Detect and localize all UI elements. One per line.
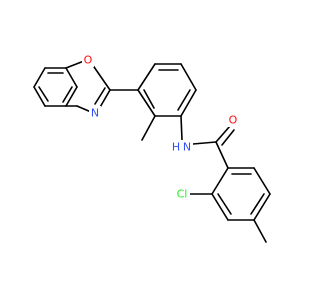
molecule-structure: O N N H O Cl xyxy=(33,53,271,243)
bond xyxy=(253,219,267,243)
bond xyxy=(215,125,231,143)
bond xyxy=(33,67,46,88)
atom-label-cl: Cl xyxy=(177,188,188,201)
bond xyxy=(38,86,49,102)
bond xyxy=(180,63,197,91)
oxazole-oxygen-atom: O xyxy=(82,53,94,67)
oxazole-nitrogen-atom: N xyxy=(89,106,101,120)
bond xyxy=(62,86,73,103)
bond xyxy=(253,167,271,195)
bond xyxy=(91,63,111,91)
amide-hydrogen-atom: H xyxy=(171,140,181,154)
bond xyxy=(141,115,156,141)
bond xyxy=(217,193,232,215)
atom-label-nh: N xyxy=(183,141,191,154)
atom-label-o2: O xyxy=(229,114,238,127)
atom-label-h: H xyxy=(172,141,180,154)
bond xyxy=(250,193,265,215)
bond xyxy=(76,105,92,113)
bond xyxy=(94,87,106,105)
bond xyxy=(137,63,156,91)
chlorine-atom: Cl xyxy=(174,187,190,201)
bond xyxy=(65,60,85,69)
atom-labels: O N N H O Cl xyxy=(82,53,239,201)
amide-nitrogen-atom: N xyxy=(181,140,193,154)
atom-label-o1: O xyxy=(84,54,93,67)
carbonyl-oxygen-atom: O xyxy=(227,113,239,127)
bonds xyxy=(33,60,271,243)
bond xyxy=(253,193,271,221)
bond xyxy=(180,89,197,117)
bond xyxy=(192,141,217,145)
bond xyxy=(177,89,191,111)
bond xyxy=(33,86,46,107)
bond xyxy=(137,89,156,117)
bond xyxy=(98,89,111,110)
bond xyxy=(221,129,235,146)
bond xyxy=(143,89,155,109)
bond xyxy=(211,167,229,195)
bond xyxy=(211,193,229,221)
bond xyxy=(180,115,183,141)
bond xyxy=(65,86,78,107)
bond xyxy=(65,67,78,88)
atom-label-n1: N xyxy=(91,107,99,120)
bond xyxy=(215,141,229,169)
